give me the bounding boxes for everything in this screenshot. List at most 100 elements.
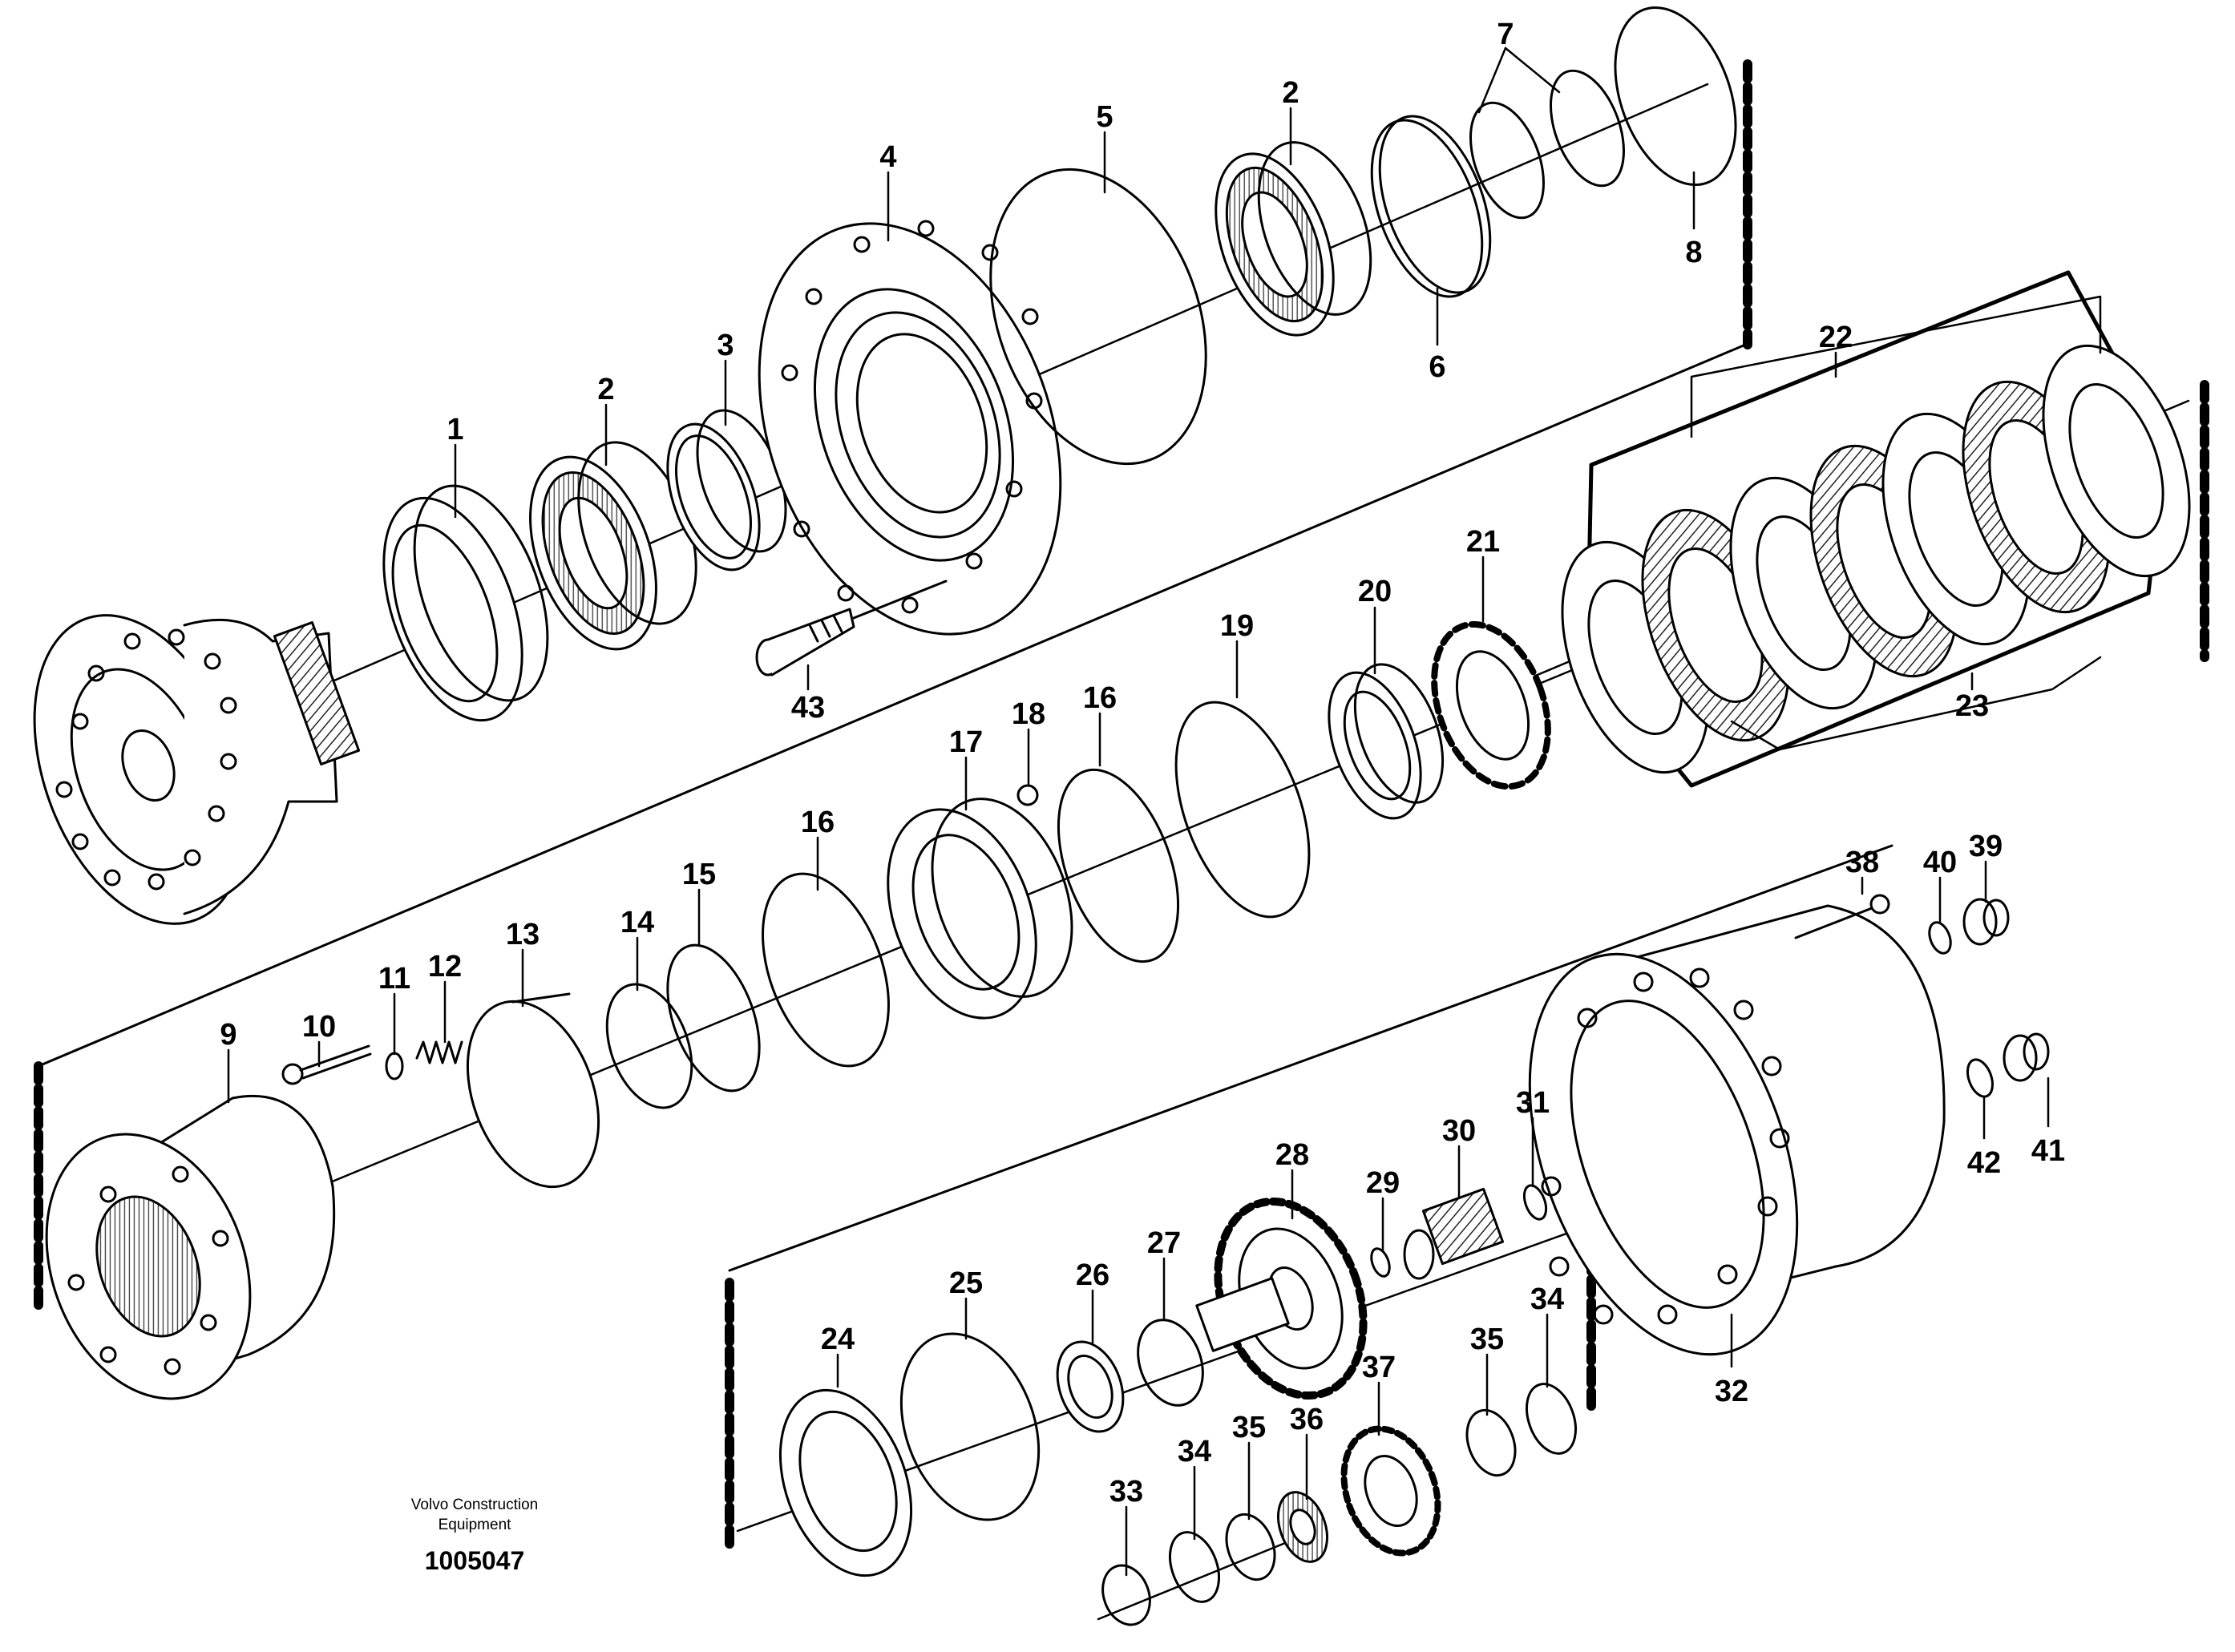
- label-part-20: 20: [1358, 575, 1392, 608]
- label-part-17: 17: [949, 725, 983, 759]
- ring-14: [605, 983, 693, 1109]
- label-part-16b: 16: [1083, 681, 1117, 715]
- label-part-2b: 2: [1282, 76, 1299, 110]
- snap-ring-16a: [762, 872, 890, 1068]
- label-part-1: 1: [447, 413, 463, 446]
- label-part-30: 30: [1442, 1114, 1476, 1148]
- label-part-37: 37: [1362, 1351, 1396, 1384]
- part-labels: 1 2 2 3 4 5 6 7 8 9 10 11 12 13 14 15 16…: [220, 18, 2065, 1509]
- lock-washer-21: [1431, 620, 1551, 790]
- ring-6: [1370, 115, 1492, 298]
- group-a-lower-boundary: [37, 341, 1751, 1068]
- label-part-35a: 35: [1232, 1411, 1266, 1444]
- label-part-13: 13: [506, 918, 540, 951]
- group-a-outline: [34, 59, 1752, 1311]
- label-part-39: 39: [1969, 830, 2003, 863]
- label-part-12: 12: [428, 950, 462, 984]
- label-part-38: 38: [1845, 846, 1879, 879]
- shim-7a: [1469, 101, 1546, 220]
- label-part-9: 9: [220, 1018, 236, 1052]
- thrust-washer-24: [778, 1388, 913, 1577]
- washer-31: [1522, 1184, 1548, 1221]
- label-part-16a: 16: [801, 806, 835, 839]
- footer: Volvo Construction Equipment 1005047: [411, 1496, 538, 1575]
- o-ring-5: [989, 168, 1207, 466]
- label-part-32: 32: [1715, 1375, 1748, 1408]
- axis-line-e: [1097, 1529, 1316, 1621]
- label-part-42: 42: [1967, 1146, 2001, 1180]
- label-part-7: 7: [1497, 18, 1514, 51]
- plug-39: [1962, 898, 2010, 946]
- gear-28: [1195, 1197, 1368, 1400]
- washer-42: [1966, 1058, 1995, 1098]
- ring-19: [1174, 701, 1311, 919]
- nipple-18: [1016, 784, 1039, 806]
- clutch-pack: [1561, 270, 2191, 788]
- label-part-36: 36: [1290, 1403, 1324, 1436]
- bolt-10: [281, 1044, 372, 1085]
- plate-13: [466, 992, 600, 1189]
- shim-29: [1370, 1247, 1391, 1278]
- label-part-33: 33: [1109, 1475, 1143, 1509]
- label-part-35b: 35: [1470, 1323, 1504, 1356]
- spacer-35a: [1225, 1513, 1276, 1581]
- snap-ring-34b: [1526, 1383, 1577, 1455]
- piston-17: [887, 798, 1073, 1020]
- label-part-19: 19: [1220, 609, 1254, 643]
- roller-bearing-2a: [529, 441, 697, 651]
- washer-40: [1928, 921, 1952, 955]
- ring-15: [666, 943, 761, 1093]
- drum-9: [45, 1094, 336, 1400]
- label-part-14: 14: [620, 906, 654, 939]
- label-part-34b: 34: [1530, 1282, 1564, 1316]
- shaft-30: [1403, 1187, 1505, 1280]
- flange-housing-4: [758, 220, 1062, 636]
- label-part-10: 10: [302, 1010, 336, 1044]
- bushing-3: [666, 409, 787, 572]
- bearing-26: [1056, 1340, 1125, 1433]
- label-part-3: 3: [717, 329, 734, 362]
- roller-bearing-2b: [1214, 141, 1372, 337]
- label-part-22: 22: [1819, 321, 1853, 354]
- label-part-31: 31: [1516, 1086, 1550, 1120]
- gear-37: [1340, 1425, 1441, 1557]
- document-number: 1005047: [425, 1546, 525, 1575]
- label-part-21: 21: [1466, 525, 1500, 559]
- spacer-35b: [1465, 1408, 1517, 1477]
- snap-ring-34a: [1169, 1531, 1220, 1603]
- ring-8: [1614, 6, 1737, 187]
- leader-lines: [227, 46, 2050, 1577]
- label-part-29: 29: [1366, 1166, 1400, 1200]
- label-part-4: 4: [879, 140, 896, 174]
- label-part-43: 43: [791, 691, 825, 725]
- seal-ring-1: [382, 484, 549, 722]
- footer-caption-line2: Equipment: [439, 1517, 512, 1533]
- bolt-38: [1794, 894, 1890, 939]
- hub-carrier: [33, 614, 361, 925]
- label-part-8: 8: [1685, 236, 1702, 269]
- bearing-36: [1277, 1491, 1328, 1563]
- label-part-27: 27: [1147, 1226, 1181, 1260]
- snap-ring-25: [899, 1332, 1041, 1521]
- label-part-34a: 34: [1178, 1435, 1211, 1468]
- label-part-26: 26: [1076, 1258, 1109, 1292]
- ring-27: [1137, 1319, 1204, 1407]
- label-part-11: 11: [378, 962, 410, 996]
- housing-32: [1528, 904, 1946, 1356]
- label-part-25: 25: [949, 1266, 983, 1300]
- label-part-40: 40: [1923, 846, 1957, 879]
- label-part-23: 23: [1955, 689, 1989, 723]
- label-part-41: 41: [2031, 1134, 2065, 1168]
- bolt-43: [755, 580, 948, 677]
- snap-ring-16b: [1057, 768, 1180, 963]
- label-part-2a: 2: [597, 373, 614, 406]
- label-part-15: 15: [682, 858, 716, 891]
- label-part-5: 5: [1096, 100, 1113, 134]
- plug-41: [2003, 1032, 2050, 1082]
- washer-11: [385, 1052, 404, 1080]
- snap-ring-33: [1101, 1564, 1151, 1626]
- footer-caption-line1: Volvo Construction: [411, 1496, 538, 1513]
- label-part-18: 18: [1012, 697, 1045, 731]
